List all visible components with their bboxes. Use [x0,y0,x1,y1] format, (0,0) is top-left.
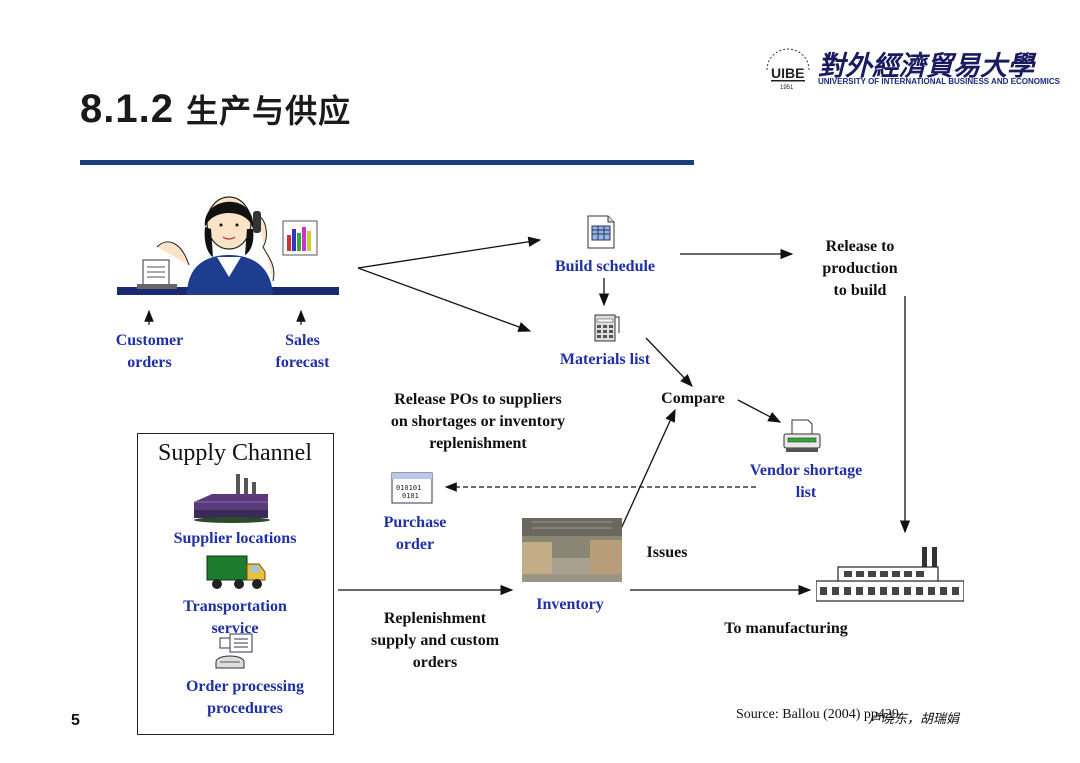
build-schedule-label: Build schedule [554,258,656,275]
sales-chart-icon [282,220,318,256]
order-processing-label: Order processing procedures [185,678,305,717]
university-name-cn: 對外經濟貿易大學 [818,51,1034,82]
compare-label: Compare [661,390,725,407]
arrow-to-materials-list [357,267,532,332]
university-logo: UIBE 1951 [763,40,813,94]
factory-icon [815,545,965,605]
uibe-seal-icon: UIBE 1951 [766,48,810,91]
operator-person-icon [156,196,275,295]
supply-channel-title: Supply Channel [158,440,312,466]
customer-service-illustration [117,185,342,303]
arrow-to-build-schedule [357,236,542,269]
inventory-label: Inventory [536,596,604,613]
page-number: 5 [71,712,80,729]
terminal-icon [137,259,177,289]
source-citation: Source: Ballou (2004) pp429 [736,707,899,722]
materials-list-icon [591,313,621,345]
arrow-compare-to-vendor [737,399,782,423]
printer-icon [782,418,822,454]
supplier-locations-label: Supplier locations [173,530,297,547]
arrow-materials-to-compare [645,337,693,387]
truck-icon [205,552,267,592]
release-to-production-label: Release to production to build [822,238,898,299]
page-title: 8.1.2 生产与供应 [80,86,351,132]
purchase-order-label: Purchase order [383,514,447,553]
section-number: 8.1.2 [80,87,174,131]
to-manufacturing-label: To manufacturing [724,620,848,637]
logo-year: 1951 [780,85,794,91]
order-processing-icon [212,632,256,672]
warehouse-photo-icon [522,518,622,582]
transportation-service-label: Transportation service [183,598,287,637]
replenishment-label: Replenishment supply and custom orders [370,610,500,671]
author-names: 卢晓东，胡瑞娟 [868,712,960,727]
section-title: 生产与供应 [186,92,352,130]
release-pos-label: Release POs to suppliers on shortages or… [390,391,566,452]
issues-label: Issues [646,544,688,561]
title-underline [80,160,694,165]
university-name-en: UNIVERSITY OF INTERNATIONAL BUSINESS AND… [818,77,1060,86]
materials-list-label: Materials list [559,351,651,368]
svg-text:010101: 010101 [396,484,421,492]
svg-text:0101: 0101 [402,492,419,500]
build-schedule-icon [584,214,618,250]
logo-text: UIBE [771,65,804,81]
supplier-building-icon [192,472,270,524]
purchase-order-icon: 010101 0101 [390,471,434,505]
vendor-shortage-list-label: Vendor shortage list [749,462,863,501]
